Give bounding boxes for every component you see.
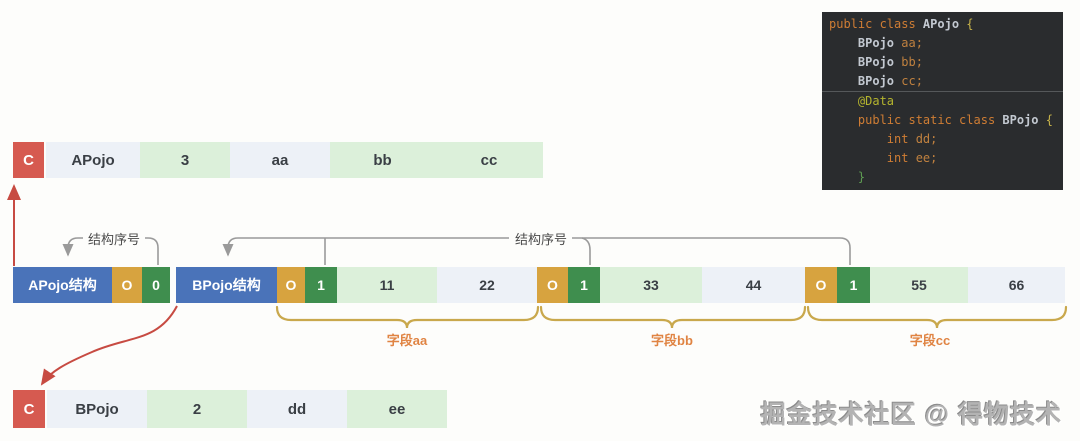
bar-cell-structure-1: O: [112, 267, 142, 303]
watermark: 掘金技术社区 @ 得物技术: [760, 401, 1062, 429]
bar-cell-structure-6: 11: [337, 267, 437, 303]
field-cc-label: 字段cc: [909, 333, 951, 348]
bar-cell-bpojo_class-3: dd: [247, 390, 347, 428]
bar-cell-structure-9: 1: [568, 267, 600, 303]
seq-number-label-right: 结构序号: [510, 229, 572, 248]
bar-cell-structure-15: 66: [968, 267, 1065, 303]
bar-cell-structure-13: 1: [837, 267, 870, 303]
code-line-1: BPojo aa;: [857, 36, 923, 50]
code-line-0: public class APojo {: [829, 17, 974, 31]
bar-cell-structure-3: BPojo结构: [176, 267, 277, 303]
bar-cell-structure-11: 44: [702, 267, 805, 303]
bar-cell-bpojo_class-2: 2: [147, 390, 247, 428]
seq-number-label-left: 结构序号: [83, 229, 145, 248]
bar-cell-structure-5: 1: [305, 267, 337, 303]
bar-cell-structure-7: 22: [437, 267, 537, 303]
bar-cell-bpojo_class-4: ee: [347, 390, 447, 428]
code-line-3: BPojo cc;: [822, 72, 1063, 92]
code-line-4: @Data: [857, 94, 895, 108]
bar-cell-apojo_class-5: cc: [435, 142, 543, 178]
field-bb-label: 字段bb: [651, 333, 693, 348]
bar-cell-apojo_class-4: bb: [330, 142, 435, 178]
bar-cell-bpojo_class-0: C: [13, 390, 45, 428]
bar-cell-apojo_class-2: 3: [140, 142, 230, 178]
code-line-5: public static class BPojo {: [857, 113, 1053, 127]
bar-cell-structure-4: O: [277, 267, 305, 303]
bar-cell-structure-8: O: [537, 267, 568, 303]
bar-cell-apojo_class-1: APojo: [46, 142, 140, 178]
bar-cell-bpojo_class-1: BPojo: [47, 390, 147, 428]
field-aa-label: 字段aa: [386, 333, 428, 348]
bar-cell-structure-0: APojo结构: [13, 267, 112, 303]
bar-cell-structure-14: 55: [870, 267, 968, 303]
bar-cell-structure-12: O: [805, 267, 837, 303]
code-line-6: int dd;: [886, 132, 938, 146]
code-panel: public class APojo { BPojo aa; BPojo bb;…: [822, 12, 1063, 190]
red-curve-arrow-icon: [40, 305, 178, 386]
brace-field-bb-icon: [539, 305, 807, 329]
bar-cell-apojo_class-0: C: [13, 142, 44, 178]
bar-cell-apojo_class-3: aa: [230, 142, 330, 178]
bar-cell-structure-2: 0: [142, 267, 170, 303]
code-line-2: BPojo bb;: [857, 55, 923, 69]
brace-field-aa-icon: [275, 305, 540, 329]
bar-cell-structure-10: 33: [600, 267, 702, 303]
code-line-8: }: [857, 170, 866, 184]
code-line-7: int ee;: [886, 151, 938, 165]
brace-field-cc-icon: [806, 305, 1068, 329]
